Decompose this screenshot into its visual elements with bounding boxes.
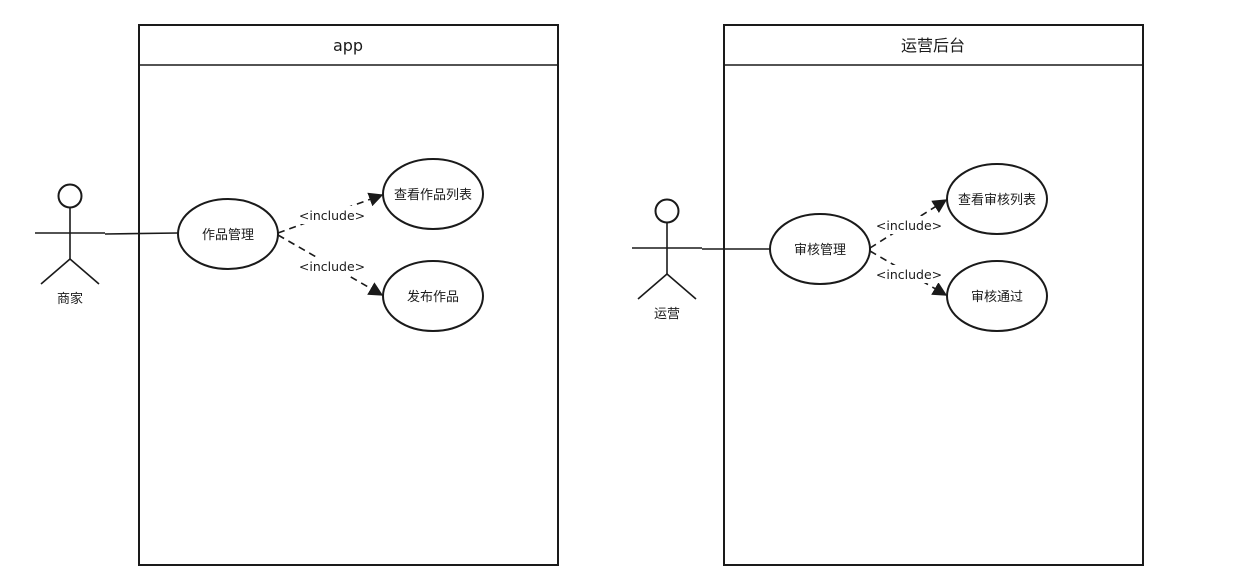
use-case-label: 作品管理 bbox=[202, 228, 254, 243]
actor-merchant: 商家 bbox=[35, 183, 105, 307]
use-case-publish-work: 发布作品 bbox=[382, 260, 484, 332]
include-arrow bbox=[869, 250, 948, 296]
include-label: <include> bbox=[876, 267, 942, 282]
include-label: <include> bbox=[299, 208, 365, 223]
use-case-work-management: 作品管理 bbox=[177, 198, 279, 270]
actor-label: 商家 bbox=[57, 291, 83, 307]
actor-operator: 运营 bbox=[632, 198, 702, 322]
association-line bbox=[104, 232, 179, 235]
include-label: <include> bbox=[299, 259, 365, 274]
include-arrow bbox=[277, 192, 384, 234]
use-case-view-work-list: 查看作品列表 bbox=[382, 158, 484, 230]
use-case-view-review-list: 查看审核列表 bbox=[946, 163, 1048, 235]
use-case-label: 审核通过 bbox=[971, 290, 1023, 305]
include-label: <include> bbox=[876, 218, 942, 233]
use-case-label: 查看审核列表 bbox=[958, 192, 1036, 208]
use-case-label: 审核管理 bbox=[794, 243, 846, 258]
system-title: app bbox=[333, 36, 363, 55]
use-case-review-management: 审核管理 bbox=[769, 213, 871, 285]
use-case-label: 发布作品 bbox=[407, 289, 459, 305]
use-case-approve-review: 审核通过 bbox=[946, 260, 1048, 332]
system-boundary-ops-backend: 运营后台 bbox=[723, 24, 1144, 566]
actor-label: 运营 bbox=[654, 307, 680, 322]
system-boundary-app: app bbox=[138, 24, 559, 566]
system-title: 运营后台 bbox=[901, 36, 965, 55]
include-arrow bbox=[869, 199, 948, 249]
use-case-label: 查看作品列表 bbox=[394, 187, 472, 203]
